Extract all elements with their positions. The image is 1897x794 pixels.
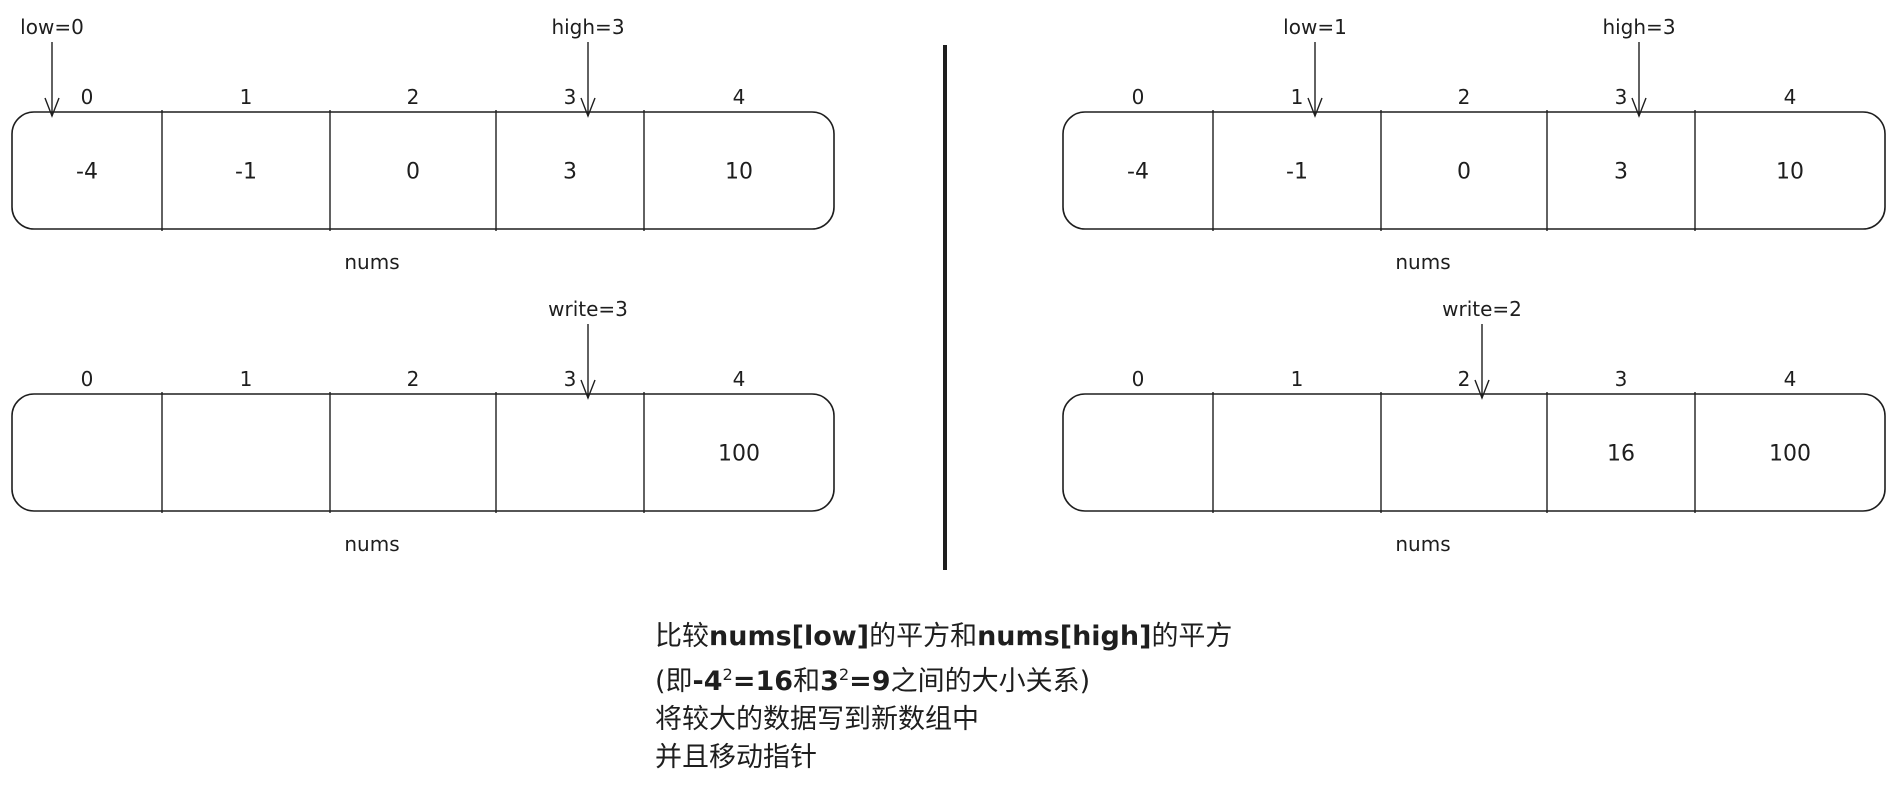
index-label: 4 [1784,85,1797,109]
text-segment: =9 [849,666,891,697]
cell-value: 16 [1607,442,1635,467]
array-caption: nums [344,250,399,274]
text-segment: =16 [732,666,794,697]
index-label: 3 [564,85,577,109]
index-label: 3 [564,367,577,391]
index-label: 0 [1132,367,1145,391]
cell-value: 0 [406,160,420,185]
array-caption: nums [344,532,399,556]
pointer-label: low=0 [20,15,84,39]
pointer-label: low=1 [1283,15,1347,39]
pointer-label: high=3 [1602,15,1675,39]
index-label: 4 [733,85,746,109]
pointer-label: write=3 [548,297,628,321]
pointer-arrowhead [1474,379,1490,400]
index-label: 2 [407,85,420,109]
cell-value: 3 [1614,160,1628,185]
explanation-line-2: (即-42=16和32=9之间的大小关系) [655,656,1275,701]
cell-value: 100 [1769,442,1811,467]
index-label: 1 [240,85,253,109]
text-segment: 的平方 [1151,621,1233,652]
explanation-line-1: 比较nums[low]的平方和nums[high]的平方 [655,618,1275,656]
pointer-arrowhead [580,379,596,400]
array-box [1062,393,1886,512]
index-label: 4 [733,367,746,391]
array-bottom-panel-2: 0 1 2 3 16 4 100 nums write=2 [1062,297,1886,556]
index-label: 2 [1458,85,1471,109]
text-segment: 3 [820,666,839,697]
array-top-panel-1: 0 -4 1 -1 2 0 3 3 4 10 nums low=0 high=3 [11,15,835,274]
index-label: 2 [407,367,420,391]
index-label: 0 [81,367,94,391]
index-label: 1 [240,367,253,391]
explanation-line-3: 将较大的数据写到新数组中 [655,704,979,735]
pointer-arrowhead [44,97,60,118]
index-label: 3 [1615,85,1628,109]
cell-value: 100 [718,442,760,467]
index-label: 4 [1784,367,1797,391]
array-caption: nums [1395,532,1450,556]
cell-value: -1 [235,160,257,185]
pointer-label: write=2 [1442,297,1522,321]
index-label: 1 [1291,367,1304,391]
pointer-arrowhead [1307,97,1323,118]
text-segment: nums[high] [977,621,1152,652]
text-segment: -4 [692,666,723,697]
superscript: 2 [722,665,733,684]
index-label: 3 [1615,367,1628,391]
array-box [11,111,835,230]
text-segment: 的平方和 [869,621,978,652]
pointer-arrowhead [580,97,596,118]
pointer-label: high=3 [551,15,624,39]
cell-value: -4 [1127,160,1149,185]
pointer-arrowhead [1631,97,1647,118]
explanation-text: 比较nums[low]的平方和nums[high]的平方 (即-42=16和32… [655,618,1275,777]
index-label: 2 [1458,367,1471,391]
text-segment: 之间的大小关系) [890,666,1091,697]
index-label: 0 [81,85,94,109]
cell-value: 10 [725,160,753,185]
cell-value: 0 [1457,160,1471,185]
array-caption: nums [1395,250,1450,274]
array-box [1062,111,1886,230]
text-segment: (即 [655,666,693,697]
explanation-line-4: 并且移动指针 [655,742,817,773]
cell-value: 3 [563,160,577,185]
text-segment: 和 [793,666,821,697]
cell-value: -4 [76,160,98,185]
array-bottom-panel-1: 0 1 2 3 4 100 nums write=3 [11,297,835,556]
text-segment: 比较 [655,621,709,652]
array-top-panel-2: 0 -4 1 -1 2 0 3 3 4 10 nums low=1 high=3 [1062,15,1886,274]
index-label: 0 [1132,85,1145,109]
cell-value: -1 [1286,160,1308,185]
cell-value: 10 [1776,160,1804,185]
index-label: 1 [1291,85,1304,109]
superscript: 2 [838,665,850,684]
array-box [11,393,835,512]
text-segment: nums[low] [709,621,870,652]
